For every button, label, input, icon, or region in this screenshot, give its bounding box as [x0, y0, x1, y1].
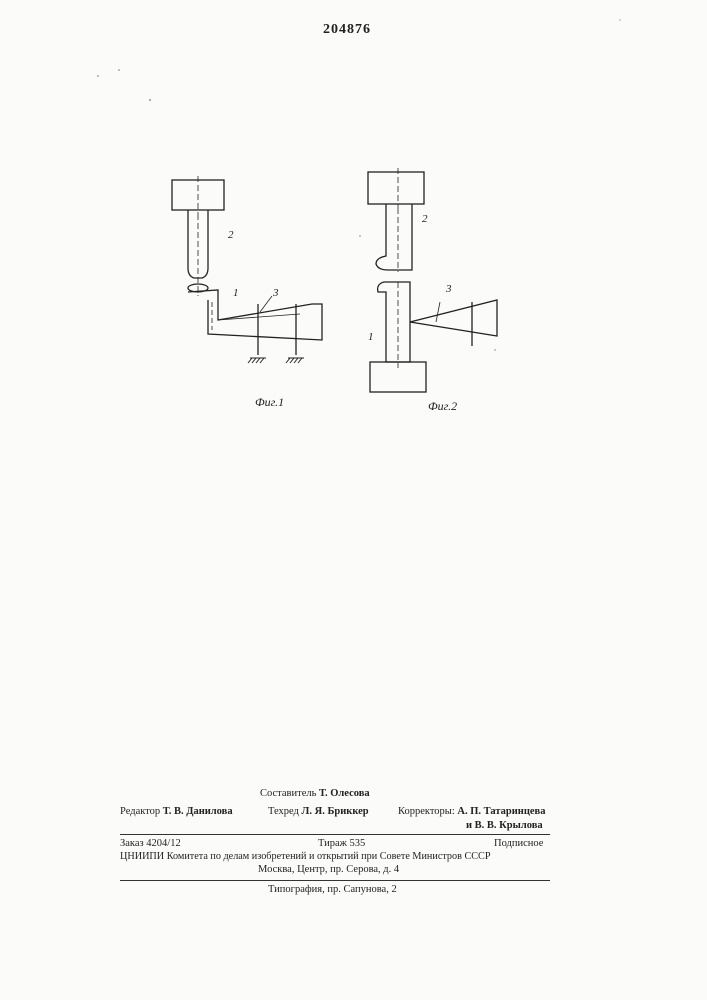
fig1-workpiece — [188, 290, 322, 340]
techeditor-name: Л. Я. Бриккер — [302, 806, 369, 817]
techeditor-line: Техред Л. Я. Бриккер — [268, 806, 369, 817]
editor-name: Т. В. Данилова — [163, 806, 233, 817]
subscription: Подписное — [494, 838, 543, 849]
address: Москва, Центр, пр. Серова, д. 4 — [258, 864, 399, 875]
circulation: Тираж 535 — [318, 838, 365, 849]
figure-1 — [172, 176, 322, 363]
compiler-line: Составитель Т. Олесова — [260, 788, 370, 799]
compiler-label: Составитель — [260, 788, 316, 799]
scan-specks — [97, 19, 620, 350]
editor-label: Редактор — [120, 806, 160, 817]
fig2-taper-part — [410, 300, 497, 336]
fig2-caption: Фиг.2 — [428, 399, 457, 413]
divider-2 — [120, 880, 550, 881]
correctors-line: Корректоры: А. П. Татаринцева — [398, 806, 545, 817]
fig2-workpiece — [378, 282, 410, 362]
fig2-label-2: 2 — [422, 213, 428, 225]
divider-1 — [120, 834, 550, 835]
organization: ЦНИИПИ Комитета по делам изобретений и о… — [120, 851, 491, 862]
fig1-label-2: 2 — [228, 229, 234, 241]
fig2-electrode-holder — [368, 172, 424, 204]
fig1-label-1: 1 — [233, 287, 239, 299]
compiler-name: Т. Олесова — [319, 788, 370, 799]
editor-line: Редактор Т. В. Данилова — [120, 806, 233, 817]
printer: Типография, пр. Сапунова, 2 — [268, 884, 397, 895]
techeditor-label: Техред — [268, 806, 299, 817]
correctors-name2: и В. В. Крылова — [466, 820, 543, 831]
fig1-caption: Фиг.1 — [255, 395, 284, 409]
fig1-label-3: 3 — [272, 287, 279, 299]
correctors-name1: А. П. Татаринцева — [457, 806, 545, 817]
fig2-label-1: 1 — [368, 331, 374, 343]
fig2-electrode — [376, 204, 412, 270]
order-number: Заказ 4204/12 — [120, 838, 181, 849]
correctors-label: Корректоры: — [398, 806, 455, 817]
figure-2 — [368, 168, 497, 392]
fig2-label-3: 3 — [445, 283, 452, 295]
